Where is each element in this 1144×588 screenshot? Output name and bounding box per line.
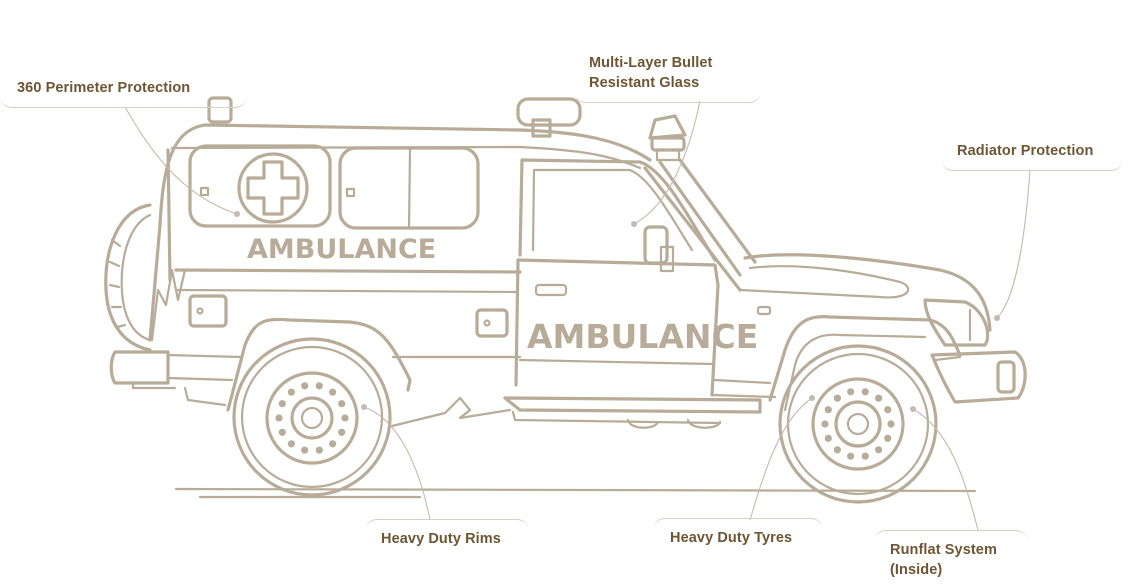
lug-dot [847,388,855,396]
side-body [109,268,522,407]
label-line: Resistant Glass [589,75,700,91]
lug-dot [884,434,892,442]
leader-rims [363,406,431,521]
label-bullet-resistant-glass: Multi-Layer Bullet Resistant Glass [574,53,761,103]
label-line: Runflat System [890,542,997,558]
leader-dot-rims [361,404,367,410]
lug-dot [287,388,295,396]
spare-tire [104,203,152,352]
lug-dot [329,388,337,396]
lug-dot [275,414,283,422]
label-radiator-protection: Radiator Protection [941,141,1123,171]
lug-dot [278,400,286,408]
label-runflat-system: Runflat System (Inside) [874,530,1028,580]
lug-dot [338,428,346,436]
leader-dot-glass [631,221,637,227]
lug-dot [884,406,892,414]
lug-dot [847,452,855,460]
door-ambulance-text: AMBULANCE [527,317,758,356]
medical-cross-icon [246,160,300,216]
lug-dot [875,394,883,402]
leader-dot-tyres [809,395,815,401]
lug-dot [301,382,309,390]
cab-door [514,158,720,397]
lug-dot [887,420,895,428]
leader-tyres [749,397,813,521]
lug-dot [833,446,842,454]
headlight [923,298,990,347]
front-wheel [778,344,938,504]
leader-dot-radiator [994,315,1000,321]
label-line: (Inside) [890,562,943,578]
lug-dot [824,434,832,442]
label-line: Multi-Layer Bullet [589,55,713,71]
leader-lines [124,100,1031,531]
label-line: Heavy Duty Rims [381,531,501,547]
ground-line [174,487,977,493]
lug-dot [824,406,832,414]
label-heavy-duty-tyres: Heavy Duty Tyres [653,518,823,548]
label-heavy-duty-rims: Heavy Duty Rims [365,519,529,549]
snorkel [643,114,757,292]
label-360-perimeter-protection: 360 Perimeter Protection [0,78,247,108]
label-line: 360 Perimeter Protection [17,80,191,96]
rear-windows [188,144,480,230]
leader-dot-perimeter [234,211,240,217]
lug-dot [338,400,346,408]
lug-dot [341,414,349,422]
lug-dot [315,446,323,454]
label-line: Radiator Protection [957,143,1094,159]
lug-dot [315,382,323,390]
lug-dot [287,440,295,448]
lug-dot [861,452,869,460]
label-line: Heavy Duty Tyres [670,530,793,546]
leader-radiator [996,169,1031,319]
lug-dot [329,440,337,448]
lug-dot [833,394,842,402]
chassis [390,396,762,429]
leader-runflat [912,408,979,531]
lug-dot [301,446,309,454]
leader-glass [633,100,701,225]
lug-dot [875,446,883,454]
leader-perimeter [124,106,238,215]
leader-dot-runflat [910,406,916,412]
lug-dot [861,388,869,396]
lug-dot [278,428,286,436]
rear-body [148,96,652,342]
front-bumper [930,350,1027,404]
rear-wheel [226,317,412,497]
wheel-lug-dots [275,382,895,460]
front-body [710,253,1027,412]
rear-ambulance-text: AMBULANCE [247,234,436,265]
lug-dot [821,420,829,428]
